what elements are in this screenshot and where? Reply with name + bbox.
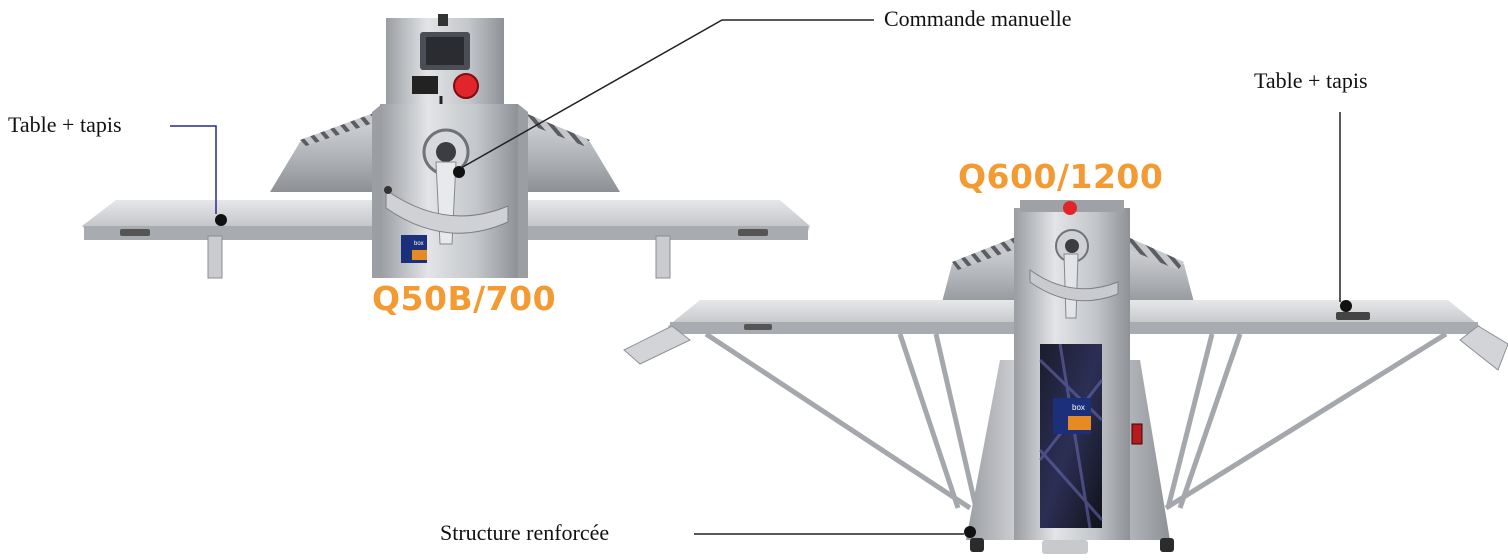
power-switch-icon — [1131, 423, 1143, 445]
decor-panel — [1040, 344, 1102, 528]
emergency-stop-icon-large — [1063, 201, 1077, 215]
callout-table-left: Table + tapis — [8, 112, 122, 137]
model-label-large: Q600/1200 — [958, 157, 1164, 196]
callout-structure: Structure renforcée — [440, 520, 610, 545]
machine-q50b-700: box — [82, 14, 810, 279]
callout-dot-manual — [453, 166, 465, 178]
right-leg — [655, 235, 671, 279]
left-hood — [270, 112, 382, 192]
brand-badge-text: box — [414, 241, 424, 247]
callout-manual-control: Commande manuelle — [884, 6, 1072, 31]
right-hood — [518, 112, 620, 192]
leader-table-left — [170, 125, 217, 214]
emergency-stop-icon — [453, 73, 479, 99]
callout-dot-structure — [964, 526, 976, 538]
model-label-small: Q50B/700 — [372, 279, 557, 318]
left-flap — [623, 325, 691, 365]
svg-text:box: box — [1072, 403, 1085, 412]
leader-manual-control — [460, 19, 874, 169]
right-hood-large — [1130, 240, 1196, 310]
callout-dot-table-left — [215, 214, 227, 226]
callout-dot-table-right — [1340, 300, 1352, 312]
lever-scale — [385, 189, 509, 234]
switch-icon — [412, 76, 438, 94]
callout-table-right: Table + tapis — [1254, 68, 1368, 93]
machine-q600-1200: box — [623, 200, 1508, 554]
right-flap — [1459, 325, 1508, 371]
right-legs-frame — [1164, 331, 1448, 511]
top-handle — [438, 14, 448, 26]
left-legs-frame — [704, 331, 979, 511]
left-leg — [207, 235, 223, 279]
left-hood-large — [940, 238, 1018, 310]
casters — [970, 538, 1174, 554]
